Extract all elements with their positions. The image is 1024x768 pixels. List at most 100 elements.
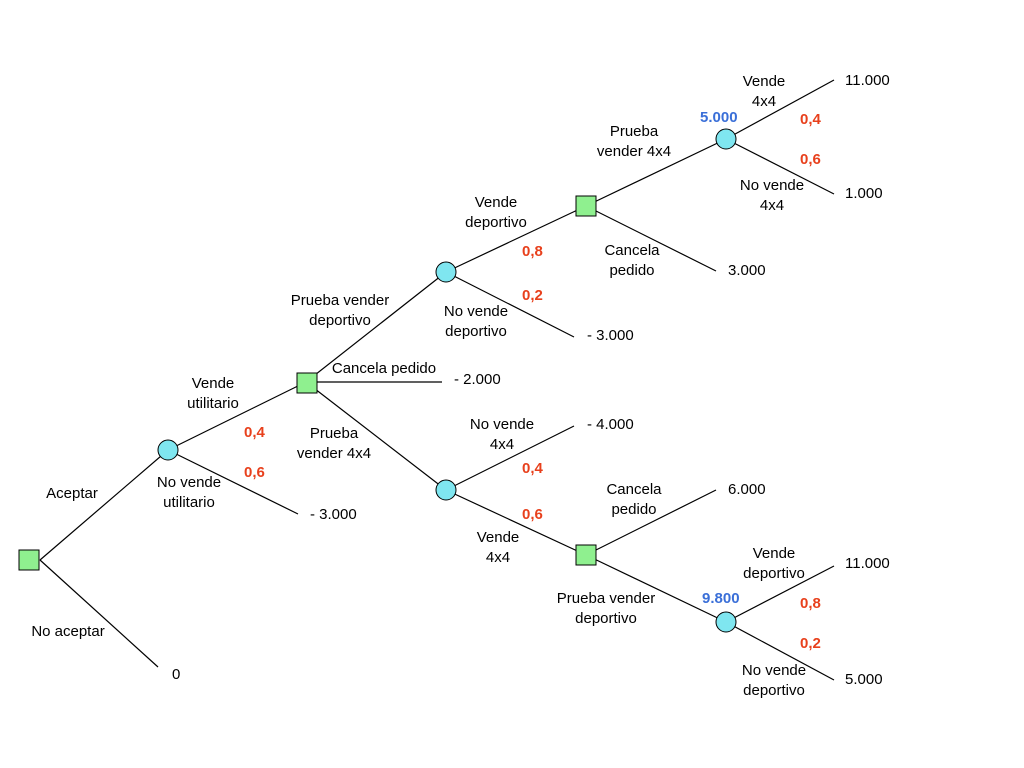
label-no-vende-4x4-upper: No vende 4x4	[730, 176, 814, 216]
label-no-aceptar: No aceptar	[31, 623, 105, 640]
decision-node-after-deportivo	[575, 195, 597, 217]
branch-aceptar	[39, 449, 169, 561]
prob-deportivo-no: 0,2	[522, 287, 543, 304]
prob-lower-4x4-si: 0,6	[522, 506, 543, 523]
payoff-7: 6.000	[728, 481, 766, 498]
label-no-vende-deportivo: No vende deportivo	[430, 302, 522, 342]
label-vende-utilitario-line1: Vende	[191, 375, 235, 392]
branch-vende-4x4-lower	[445, 489, 587, 556]
prob-lower-deportivo-no: 0,2	[800, 635, 821, 652]
label-cancela-pedido-lower: Cancela pedido	[594, 480, 674, 520]
expected-value-lower: 9.800	[702, 590, 740, 607]
label-vende-4x4-upper-line2: 4x4	[751, 93, 777, 110]
branch-cancela-pedido-lower	[585, 489, 717, 556]
label-aceptar: Aceptar	[46, 485, 98, 502]
prob-lower-deportivo-si: 0,8	[800, 595, 821, 612]
decision-node-root	[18, 549, 40, 571]
payoff-3: 3.000	[728, 262, 766, 279]
prob-upper-4x4-si: 0,4	[800, 111, 821, 128]
label-prueba-vender-4x4-line1: Prueba	[309, 425, 359, 442]
chance-node-utilitario	[157, 439, 179, 461]
label-no-vende-deportivo-line2: deportivo	[445, 323, 507, 340]
branch-prueba-vender-4x4	[305, 381, 447, 491]
label-vende-deportivo-lower-line2: deportivo	[743, 565, 805, 582]
label-prueba-vender-deportivo: Prueba vender deportivo	[280, 291, 400, 331]
label-prueba-vender-4x4: Prueba vender 4x4	[288, 424, 380, 464]
branch-prueba-vender-4x4-upper	[585, 138, 727, 207]
label-vende-deportivo-lower-line1: Vende	[752, 545, 796, 562]
label-prueba-vender-4x4-upper: Prueba vender 4x4	[586, 122, 682, 162]
chance-node-4x4-upper	[715, 128, 737, 150]
label-cancela-pedido-upper-line2: pedido	[609, 262, 655, 279]
payoff-8: 11.000	[845, 555, 890, 572]
payoff-10: - 3.000	[310, 506, 357, 523]
prob-deportivo-si: 0,8	[522, 243, 543, 260]
payoff-6: - 4.000	[587, 416, 634, 433]
payoff-4: - 3.000	[587, 327, 634, 344]
prob-utilitario-no: 0,6	[244, 464, 265, 481]
branch-cancela-pedido-upper	[585, 205, 717, 272]
payoff-11: 0	[172, 666, 181, 683]
branch-prueba-vender-deportivo	[305, 271, 447, 383]
label-no-vende-deportivo-lower-line2: deportivo	[743, 682, 805, 699]
label-no-vende-4x4-upper-line1: No vende	[739, 177, 805, 194]
decision-node-after-utilitario	[296, 372, 318, 394]
branch-no-vende-deportivo-lower	[725, 621, 835, 681]
branch-vende-deportivo-lower	[725, 565, 835, 623]
label-no-vende-utilitario-line2: utilitario	[163, 494, 215, 511]
label-prueba-vender-deportivo-lower-line1: Prueba vender	[556, 590, 656, 607]
label-prueba-vender-4x4-upper-line1: Prueba	[609, 123, 659, 140]
branch-no-aceptar	[39, 559, 159, 668]
label-vende-deportivo-line1: Vende	[474, 194, 518, 211]
label-prueba-vender-4x4-upper-line2: vender 4x4	[596, 143, 672, 160]
label-prueba-vender-deportivo-line2: deportivo	[309, 312, 371, 329]
payoff-2: 1.000	[845, 185, 883, 202]
chance-node-4x4-lower	[435, 479, 457, 501]
decision-node-after-4x4	[575, 544, 597, 566]
label-vende-4x4-lower: Vende 4x4	[462, 528, 534, 568]
payoff-5: - 2.000	[454, 371, 501, 388]
label-vende-utilitario-line2: utilitario	[187, 395, 239, 412]
branch-vende-deportivo	[445, 205, 587, 273]
label-prueba-vender-deportivo-line1: Prueba vender	[290, 292, 390, 309]
label-vende-deportivo: Vende deportivo	[450, 193, 542, 233]
branch-no-vende-utilitario	[167, 449, 299, 515]
label-no-vende-4x4-lower-line2: 4x4	[489, 436, 515, 453]
label-cancela-pedido-upper: Cancela pedido	[592, 241, 672, 281]
payoff-1: 11.000	[845, 72, 890, 89]
chance-node-deportivo	[435, 261, 457, 283]
label-no-vende-deportivo-lower: No vende deportivo	[730, 661, 818, 701]
label-no-vende-4x4-lower: No vende 4x4	[458, 415, 546, 455]
branch-no-vende-deportivo	[445, 271, 575, 338]
branch-lines	[39, 79, 835, 681]
label-prueba-vender-deportivo-lower: Prueba vender deportivo	[544, 589, 668, 629]
label-prueba-vender-deportivo-lower-line2: deportivo	[575, 610, 637, 627]
label-vende-4x4-lower-line1: Vende	[476, 529, 520, 546]
nodes	[18, 128, 737, 633]
label-prueba-vender-4x4-line2: vender 4x4	[296, 445, 372, 462]
label-vende-deportivo-lower: Vende deportivo	[730, 544, 818, 584]
label-no-vende-4x4-lower-line1: No vende	[469, 416, 535, 433]
chance-node-deportivo-lower	[715, 611, 737, 633]
label-cancela-pedido-mid: Cancela pedido	[331, 360, 437, 377]
label-cancela-pedido-upper-line1: Cancela	[604, 242, 660, 259]
label-vende-4x4-upper: Vende 4x4	[728, 72, 800, 112]
branch-no-vende-4x4-upper	[725, 138, 835, 195]
branch-vende-utilitario	[167, 381, 307, 451]
branch-prueba-vender-deportivo-lower	[585, 554, 727, 623]
expected-value-upper: 5.000	[700, 109, 738, 126]
payoff-9: 5.000	[845, 671, 883, 688]
label-no-vende-utilitario-line1: No vende	[156, 474, 222, 491]
label-no-vende-utilitario: No vende utilitario	[144, 473, 234, 513]
label-vende-deportivo-line2: deportivo	[465, 214, 527, 231]
label-vende-4x4-upper-line1: Vende	[742, 73, 786, 90]
prob-lower-4x4-no: 0,4	[522, 460, 543, 477]
label-vende-utilitario: Vende utilitario	[168, 374, 258, 414]
label-no-vende-deportivo-lower-line1: No vende	[741, 662, 807, 679]
label-no-vende-4x4-upper-line2: 4x4	[759, 197, 785, 214]
label-vende-4x4-lower-line2: 4x4	[485, 549, 511, 566]
prob-utilitario-si: 0,4	[244, 424, 265, 441]
prob-upper-4x4-no: 0,6	[800, 151, 821, 168]
branch-vende-4x4-upper	[725, 79, 835, 140]
